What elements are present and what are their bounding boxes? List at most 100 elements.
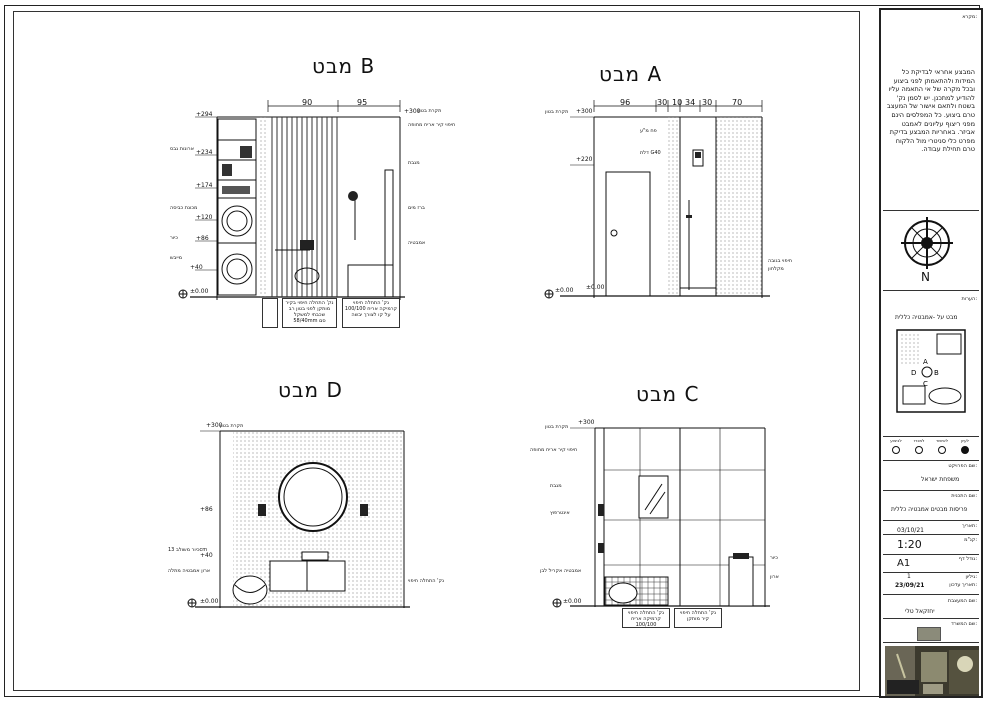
legend-approval: לאישור: [935, 438, 949, 443]
view-d-note-sink: כיור משולב 13cm: [168, 547, 208, 553]
view-b-note-cabinets: ארונות גבס: [170, 146, 194, 152]
logo-label: שם המשרד:: [951, 621, 977, 627]
view-d-note-cabinet: ארון אמבטיה מתלה: [168, 568, 211, 574]
sheet-value: 1: [907, 573, 911, 580]
legend-tender: למכרז: [913, 438, 925, 443]
view-b-drawing: [178, 100, 405, 300]
status-radio-execution[interactable]: [892, 446, 900, 454]
svg-text:D: D: [911, 369, 916, 377]
view-c-note-box-2: נק' התחלה חיפוי קיר מותקן: [674, 608, 722, 628]
view-c-note-mixer: אינטרפוץ: [550, 510, 570, 516]
view-b-title: מבט B: [312, 54, 376, 78]
view-c-note-bathtub: אמבטיה אקריל לבן: [540, 568, 582, 574]
view-b-note-tile: חיפוי קיר אריח מחופה: [408, 122, 456, 128]
view-d-level-86: +86: [200, 506, 213, 513]
view-b-level-86: +86: [196, 235, 209, 242]
view-a-note-shower: מקלחון: [768, 266, 784, 272]
client-label: שם הפרויקט:: [948, 463, 977, 469]
legend-review: לעיון: [961, 438, 969, 443]
view-d-note-cladding-start: נק' התחלה חיפוי: [408, 578, 445, 584]
status-radio-review[interactable]: [961, 446, 969, 454]
view-c-level-zero: ±0.00: [563, 598, 582, 605]
view-a-dim-4: 34: [685, 98, 696, 107]
designer-label: שם המעצבת:: [947, 598, 977, 604]
view-a-dim-6: 70: [732, 98, 743, 107]
legend-execution: לביצוע: [890, 438, 902, 443]
view-b-note-dryer: מייבש: [170, 255, 183, 261]
contractor-notice: המבצע אחראי לבדיקת כל המידות ולהתאמתן לפ…: [887, 68, 975, 154]
view-b-note-sink: כיור: [170, 235, 178, 241]
view-b-dim-2: 95: [357, 98, 368, 107]
status-radio-approval[interactable]: [938, 446, 946, 454]
view-d-level-zero: ±0.00: [200, 598, 219, 605]
view-a-level-220: +220: [576, 156, 593, 163]
view-b-dim-1: 90: [302, 98, 313, 107]
svg-text:A: A: [923, 358, 928, 366]
view-b-level-40: +40: [190, 264, 203, 271]
view-a-dim-1: 96: [620, 98, 631, 107]
plan-label: הערות:: [961, 296, 977, 302]
project-label: שם התכנית:: [951, 493, 977, 499]
view-b-note-bathtub: אמבטיה: [408, 240, 426, 246]
status-legend: לביצוע למכרז לאישור לעיון: [883, 438, 979, 460]
project-value: פריסות מבטים אמבטיה כללית: [891, 506, 968, 513]
designer-value: יחזקאל טלי: [905, 608, 935, 615]
plan-thumbnail: A D B C: [896, 329, 966, 413]
view-b-level-294: +294: [196, 111, 213, 118]
view-c-note-box-1: נק' התחלה חיפוי קרמיקה אריח 100/100: [622, 608, 670, 628]
view-a-level-zero-2: ±0.00: [586, 284, 605, 291]
view-c-note-ceiling: תקרת בטון: [545, 424, 569, 430]
date-label: תאריך:: [962, 523, 977, 529]
view-b-note-ceiling: תקרת בטון: [418, 108, 442, 114]
view-b-note-box-2: נק' התחלה חיפוי קרמיקה אריח 100/100 על ק…: [342, 298, 400, 328]
view-c-note-tile: חיפוי קיר אריח מחופה: [530, 447, 578, 453]
svg-text:C: C: [923, 380, 928, 388]
drawing-area: [13, 11, 860, 691]
view-d-note-ceiling: תקרת בטון: [220, 423, 244, 429]
view-a-dim-3: 10: [672, 98, 683, 107]
view-b-note-faucet: ברז מים: [408, 205, 425, 211]
title-block: מקרא: המבצע אחראי לבדיקת כל המידות ולהתא…: [879, 8, 983, 698]
update-value: 23/09/21: [895, 582, 925, 589]
view-c-note-cabinet: ארון: [770, 574, 779, 580]
view-a-drawing: [544, 100, 770, 299]
date-value: 03/10/21: [897, 527, 924, 534]
view-a-dim-5: 30: [702, 98, 713, 107]
view-b-note-towel: מגבת: [408, 160, 420, 166]
page-label: גודל דף:: [958, 556, 977, 562]
view-b-level-zero: ±0.00: [190, 288, 209, 295]
view-a-note-cladding: חיפוי בגובה: [768, 258, 793, 264]
view-b-level-174: +174: [196, 182, 213, 189]
view-a-level-300: +300: [576, 108, 593, 115]
sheet-label: גיליון:: [965, 574, 977, 580]
view-c-level-300: +300: [578, 419, 595, 426]
view-b-level-120: +120: [196, 214, 213, 221]
render-thumbnail: [885, 646, 979, 696]
page-value: A1: [897, 558, 911, 569]
svg-text:B: B: [934, 369, 939, 377]
view-d-title: מבט D: [278, 378, 343, 402]
view-a-note-sheet: פח מ"ע: [640, 128, 657, 134]
update-label: תאריך עדכון:: [949, 582, 977, 588]
plan-title: מבט על -אמבטיה כללית: [895, 314, 958, 321]
office-logo: [917, 627, 941, 641]
north-arrow-icon: [901, 217, 953, 269]
view-a-level-zero: ±0.00: [555, 287, 574, 294]
view-c-note-towel: מגבת: [550, 483, 562, 489]
scale-value: 1:20: [897, 538, 922, 551]
view-b-level-300: +300: [404, 108, 421, 115]
client-value: משפחת ישראל: [921, 476, 960, 483]
scale-label: קנ"מ:: [964, 537, 977, 543]
view-a-dim-2: 30: [657, 98, 668, 107]
view-c-note-sink: כיור: [770, 555, 778, 561]
view-c-title: מבט C: [636, 382, 700, 406]
view-b-note-washer: מכונת כביסה: [170, 205, 198, 211]
view-d-level-300: +300: [206, 422, 223, 429]
view-d-drawing: [187, 430, 410, 608]
north-label: N: [921, 270, 930, 284]
view-b-level-234: +234: [196, 149, 213, 156]
status-radio-tender[interactable]: [915, 446, 923, 454]
view-a-title: מבט A: [599, 62, 663, 86]
view-a-note-door: דלת G40: [640, 150, 661, 156]
